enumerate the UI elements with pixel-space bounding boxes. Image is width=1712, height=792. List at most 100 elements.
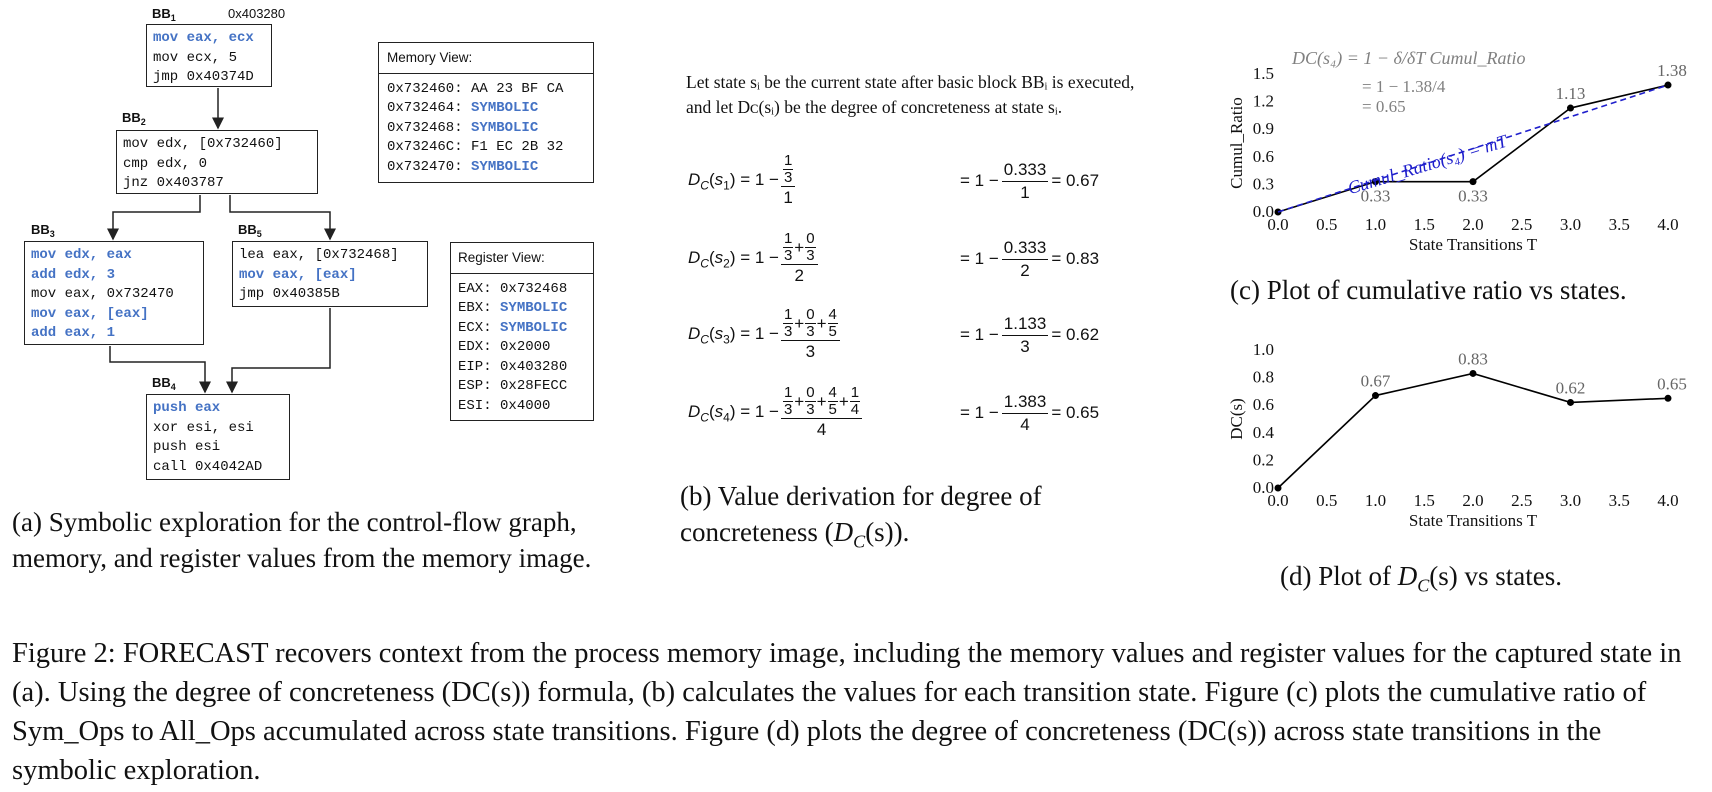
data-point xyxy=(1664,394,1672,402)
annotation-line-2: = 1 − 1.38/4 xyxy=(1362,77,1446,96)
memory-value: SYMBOLIC xyxy=(471,100,539,116)
y-tick-label: 0.3 xyxy=(1253,174,1274,193)
bb2-label: BB2 xyxy=(122,110,146,127)
data-label: 0.65 xyxy=(1657,374,1687,393)
register-value: SYMBOLIC xyxy=(500,300,568,316)
register-name: EDX: xyxy=(458,339,501,355)
figure-caption: Figure 2: FORECAST recovers context from… xyxy=(12,638,1682,786)
data-point xyxy=(1469,369,1477,377)
data-label: 1.13 xyxy=(1556,84,1586,103)
bb3-instruction: mov eax, [eax] xyxy=(31,305,149,322)
bb5-instruction: lea eax, [0x732468] xyxy=(239,247,399,263)
x-tick-label: 0.0 xyxy=(1267,491,1288,510)
y-tick-label: 0.0 xyxy=(1253,202,1274,221)
bb4-instruction: xor esi, esi xyxy=(153,419,254,436)
memory-view-title: Memory View: xyxy=(379,43,593,74)
bb2-instruction: mov edx, [0x732460] xyxy=(123,136,283,152)
memory-address: 0x73246C: xyxy=(387,139,472,155)
y-tick-label: 0.6 xyxy=(1253,395,1274,414)
y-tick-label: 0.4 xyxy=(1253,423,1275,442)
caption-d: (d) Plot of DC(s) vs states. xyxy=(1280,561,1562,596)
data-point xyxy=(1469,178,1477,186)
register-view-title: Register View: xyxy=(451,243,593,274)
bb3-instruction: mov eax, 0x732470 xyxy=(31,286,174,302)
memory-value: SYMBOLIC xyxy=(471,158,539,175)
register-name: EBX: xyxy=(458,300,501,316)
x-tick-label: 3.5 xyxy=(1609,491,1630,510)
x-tick-label: 0.5 xyxy=(1316,491,1337,510)
x-tick-label: 2.5 xyxy=(1511,491,1532,510)
data-label: 0.62 xyxy=(1556,378,1586,397)
series-line xyxy=(1277,372,1669,489)
memory-address: 0x732460: xyxy=(387,80,472,97)
y-tick-label: 1.0 xyxy=(1253,340,1274,359)
x-tick-label: 1.5 xyxy=(1414,491,1435,510)
data-point xyxy=(1274,484,1282,492)
caption-b: (b) Value derivation for degree of concr… xyxy=(680,481,1042,552)
x-axis-label: State Transitions T xyxy=(1409,511,1538,530)
x-tick-label: 2.0 xyxy=(1462,215,1483,234)
bb3-instruction: add eax, 1 xyxy=(31,325,116,341)
register-value: 0x403280 xyxy=(500,358,568,375)
data-label: 1.38 xyxy=(1657,61,1687,80)
data-point xyxy=(1567,104,1574,112)
register-row: ESP: 0x28FECC xyxy=(458,377,586,397)
register-name: EIP: xyxy=(458,358,501,375)
register-value: 0x2000 xyxy=(500,339,551,355)
bb5-label: BB5 xyxy=(238,222,262,239)
register-row: ESI: 0x4000 xyxy=(458,397,586,417)
bb3-label: BB3 xyxy=(31,222,55,239)
cfg-edges xyxy=(107,88,336,394)
bb4-label: BB4 xyxy=(152,375,176,392)
annotation-line-1: DC(s₄) = 1 − δ/δT Cumul_Ratio xyxy=(1291,48,1525,69)
x-tick-label: 3.0 xyxy=(1560,491,1581,510)
y-tick-label: 0.0 xyxy=(1253,478,1274,497)
data-label: 0.33 xyxy=(1361,187,1391,206)
x-tick-label: 3.5 xyxy=(1609,215,1630,234)
memory-value: F1 EC 2B 32 xyxy=(471,139,564,155)
x-tick-label: 1.0 xyxy=(1365,491,1386,510)
bb2-instruction: jnz 0x403787 xyxy=(123,175,224,191)
register-name: ESP: xyxy=(458,378,501,394)
bb4-instruction: call 0x4042AD xyxy=(153,458,263,475)
trend-line xyxy=(1277,84,1669,213)
x-tick-label: 1.5 xyxy=(1414,215,1435,234)
bb1-address: 0x403280 xyxy=(228,6,286,21)
bb2-block: mov edx, [0x732460] cmp edx, 0 jnz 0x40378… xyxy=(116,130,318,194)
y-tick-label: 1.2 xyxy=(1253,92,1274,111)
register-value: SYMBOLIC xyxy=(500,319,568,336)
register-name: ECX: xyxy=(458,319,501,336)
register-row: EAX: 0x732468 xyxy=(458,280,586,300)
bb5-block: lea eax, [0x732468]mov eax, [eax]jmp 0x4… xyxy=(232,241,428,307)
memory-row: 0x73246C: F1 EC 2B 32 xyxy=(387,138,585,158)
bb4-instruction: push eax xyxy=(153,400,221,416)
data-point xyxy=(1664,81,1672,89)
bb1-instruction: jmp 0x40374D xyxy=(153,69,254,85)
x-tick-label: 4.0 xyxy=(1657,215,1678,234)
register-value: 0x732468 xyxy=(500,280,568,297)
y-tick-label: 1.5 xyxy=(1253,64,1274,83)
x-tick-label: 3.0 xyxy=(1560,215,1581,234)
bb1-label: BB1 xyxy=(152,6,176,23)
y-tick-label: 0.6 xyxy=(1253,147,1274,166)
bb2-instruction: cmp edx, 0 xyxy=(123,155,208,172)
y-axis-label: DC(s) xyxy=(1227,398,1246,440)
derivation-intro: Let state sᵢ be the current state after … xyxy=(686,72,1135,117)
memory-address: 0x732464: xyxy=(387,100,472,116)
x-axis-label: State Transitions T xyxy=(1409,235,1538,254)
memory-row: 0x732470: SYMBOLIC xyxy=(387,158,585,178)
bb3-instruction: mov edx, eax xyxy=(31,247,132,263)
bb1-instruction: mov ecx, 5 xyxy=(153,49,238,66)
data-label: 0.83 xyxy=(1458,349,1488,368)
y-tick-label: 0.2 xyxy=(1253,450,1274,469)
y-tick-label: 0.9 xyxy=(1253,119,1274,138)
